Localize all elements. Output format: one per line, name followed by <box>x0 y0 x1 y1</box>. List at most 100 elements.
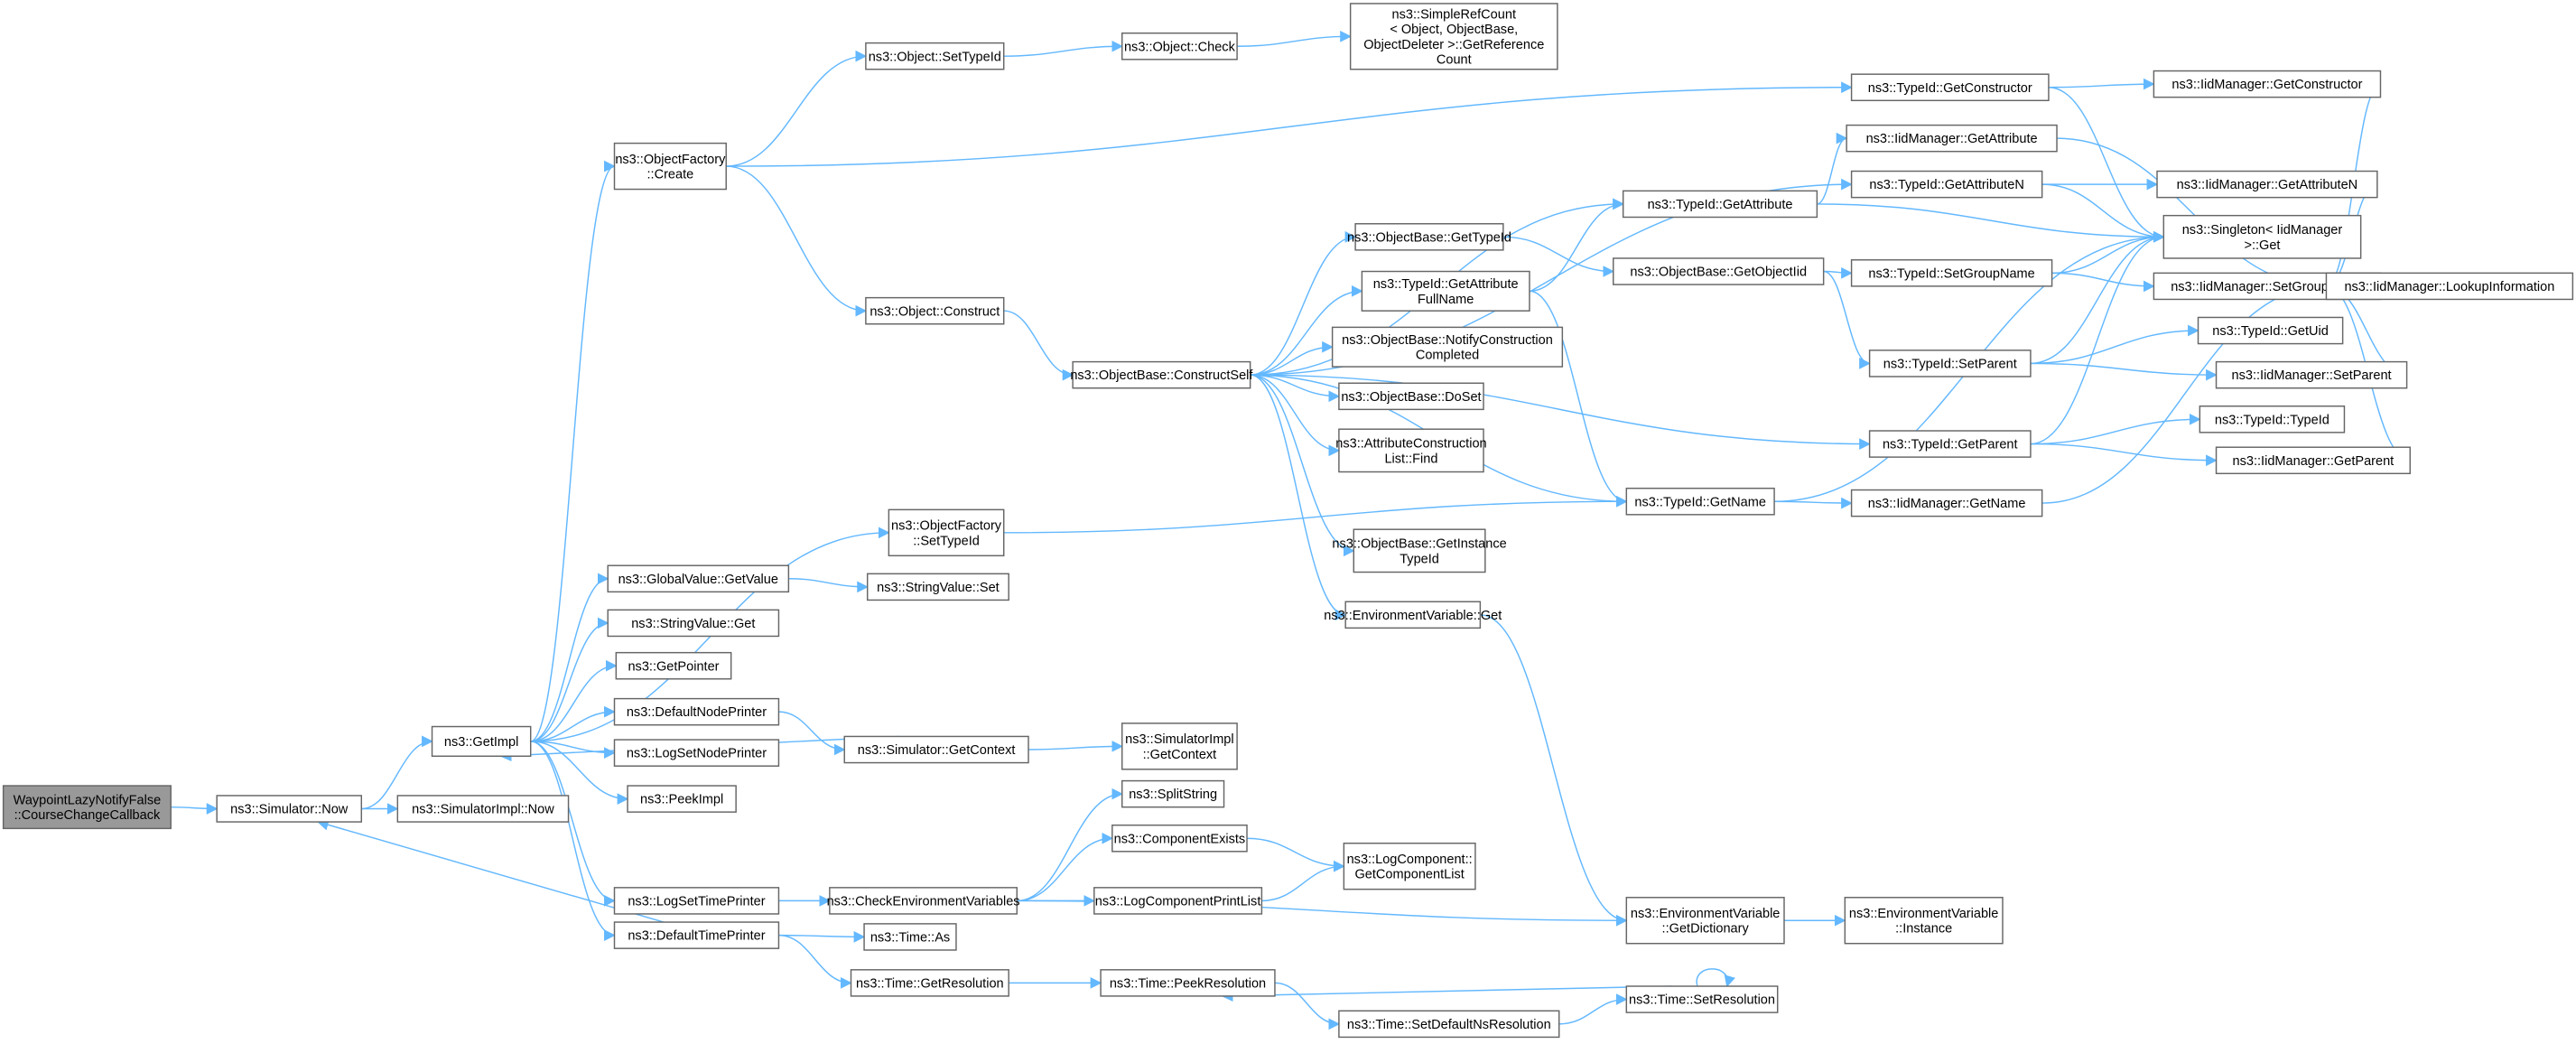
edge-58-to-58 <box>1696 968 1735 988</box>
node-ns3-typeid-getconstructor[interactable]: ns3::TypeId::GetConstructor <box>1850 73 2050 102</box>
node-ns3-environmentvariable-instance[interactable]: ns3::EnvironmentVariable::Instance <box>1844 897 2004 945</box>
edge-3-to-40 <box>530 659 618 742</box>
node-ns3-logsetnodeprinter[interactable]: ns3::LogSetNodePrinter <box>613 739 780 767</box>
node-ns3-iidmanager-lookupinformation[interactable]: ns3::IidManager::LookupInformation <box>2325 272 2574 301</box>
node-label: ns3::IidManager::GetName <box>1868 497 2026 511</box>
node-label: ::Instance <box>1895 922 1952 937</box>
node-label: ns3::ObjectBase::GetObjectIid <box>1630 266 1807 280</box>
node-box <box>1121 779 1225 808</box>
node-ns3-peekimpl[interactable]: ns3::PeekImpl <box>627 785 737 813</box>
node-waypointlazynotifyfalse-coursechangecallback[interactable]: WaypointLazyNotifyFalse::CourseChangeCal… <box>2 785 172 830</box>
node-ns3-time-setdefaultnsresolution[interactable]: ns3::Time::SetDefaultNsResolution <box>1338 1010 1560 1039</box>
node-ns3-iidmanager-getparent[interactable]: ns3::IidManager::GetParent <box>2215 446 2411 475</box>
node-ns3-iidmanager-getconstructor[interactable]: ns3::IidManager::GetConstructor <box>2153 70 2382 98</box>
node-box <box>829 887 1018 915</box>
node-ns3-typeid-typeid[interactable]: ns3::TypeId::TypeId <box>2199 405 2346 433</box>
node-ns3-componentexists[interactable]: ns3::ComponentExists <box>1111 824 1248 853</box>
node-ns3-typeid-setparent[interactable]: ns3::TypeId::SetParent <box>1868 350 2032 378</box>
edge-4-to-8 <box>726 81 1853 167</box>
node-ns3-iidmanager-setparent[interactable]: ns3::IidManager::SetParent <box>2215 360 2408 389</box>
node-box <box>1338 382 1484 411</box>
node-ns3-simulatorimpl-now[interactable]: ns3::SimulatorImpl::Now <box>396 795 570 823</box>
node-label: ns3::LogComponent:: <box>1347 853 1473 867</box>
node-ns3-logcomponentprintlist[interactable]: ns3::LogComponentPrintList <box>1093 887 1263 915</box>
node-label: ns3::Time::SetDefaultNsResolution <box>1347 1018 1551 1032</box>
node-ns3-stringvalue-get[interactable]: ns3::StringValue::Get <box>607 609 780 638</box>
node-ns3-environmentvariable-get[interactable]: ns3::EnvironmentVariable::Get <box>1324 601 1502 629</box>
edge-13-to-10 <box>1817 132 1848 205</box>
node-ns3-objectfactory-settypeid[interactable]: ns3::ObjectFactory::SetTypeId <box>888 508 1005 557</box>
node-box <box>1850 170 2043 199</box>
node-label: ns3::LogSetTimePrinter <box>628 894 765 909</box>
node-ns3-typeid-getparent[interactable]: ns3::TypeId::GetParent <box>1868 430 2032 458</box>
node-ns3-checkenvironmentvariables[interactable]: ns3::CheckEnvironmentVariables <box>827 887 1020 915</box>
node-label: List::Find <box>1384 452 1437 466</box>
node-ns3-objectbase-gettypeid[interactable]: ns3::ObjectBase::GetTypeId <box>1347 223 1511 251</box>
node-label: ns3::Time::GetResolution <box>856 976 1004 991</box>
node-ns3-typeid-getattribute[interactable]: ns3::TypeId::GetAttribute <box>1622 190 1818 219</box>
edge-27-to-26 <box>2030 324 2199 365</box>
edge-58-to-57 <box>1221 985 1672 1002</box>
edge-3-to-45 <box>530 741 629 805</box>
node-box <box>2215 446 2411 475</box>
node-ns3-defaultnodeprinter[interactable]: ns3::DefaultNodePrinter <box>613 697 780 726</box>
node-ns3-simulatorimpl-getcontext[interactable]: ns3::SimulatorImpl::GetContext <box>1121 722 1238 770</box>
node-ns3-singleton-iidmanager-get[interactable]: ns3::Singleton< IidManager>::Get <box>2162 214 2362 259</box>
node-ns3-logcomponent-getcomponentlist[interactable]: ns3::LogComponent::GetComponentList <box>1343 842 1476 890</box>
node-label: ns3::StringValue::Get <box>631 617 755 631</box>
node-ns3-globalvalue-getvalue[interactable]: ns3::GlobalValue::GetValue <box>607 564 790 593</box>
node-box <box>1121 722 1238 770</box>
node-ns3-object-construct[interactable]: ns3::Object::Construct <box>865 296 1005 325</box>
node-ns3-environmentvariable-getdictionary[interactable]: ns3::EnvironmentVariable::GetDictionary <box>1625 897 1785 945</box>
node-ns3-time-setresolution[interactable]: ns3::Time::SetResolution <box>1625 985 1779 1013</box>
node-label: ns3::TypeId::GetUid <box>2212 324 2329 339</box>
node-box <box>1850 489 2043 517</box>
node-ns3-defaulttimeprinter[interactable]: ns3::DefaultTimePrinter <box>613 921 780 949</box>
node-ns3-object-check[interactable]: ns3::Object::Check <box>1121 32 1238 61</box>
node-label: ns3::IidManager::LookupInformation <box>2344 280 2554 294</box>
node-ns3-getimpl[interactable]: ns3::GetImpl <box>431 725 532 758</box>
node-ns3-typeid-getuid[interactable]: ns3::TypeId::GetUid <box>2197 316 2344 345</box>
node-ns3-typeid-getattributen[interactable]: ns3::TypeId::GetAttributeN <box>1850 170 2043 199</box>
node-box <box>607 564 790 593</box>
edge-8-to-14 <box>2048 87 2165 243</box>
edge-30-to-14 <box>2030 230 2165 445</box>
node-label: ns3::TypeId::GetName <box>1634 495 1766 509</box>
node-ns3-objectbase-doset[interactable]: ns3::ObjectBase::DoSet <box>1338 382 1484 411</box>
edge-4-to-5 <box>726 50 868 167</box>
edge-22-to-25 <box>1250 374 1341 457</box>
node-ns3-object-settypeid[interactable]: ns3::Object::SetTypeId <box>865 42 1005 70</box>
edge-3-to-39 <box>530 617 609 742</box>
node-ns3-logsettimeprinter[interactable]: ns3::LogSetTimePrinter <box>613 887 780 915</box>
node-ns3-objectbase-constructself[interactable]: ns3::ObjectBase::ConstructSelf <box>1070 360 1253 389</box>
node-ns3-splitstring[interactable]: ns3::SplitString <box>1121 779 1225 808</box>
node-label: TypeId <box>1400 552 1439 566</box>
node-label: ns3::ObjectBase::GetInstance <box>1332 537 1506 552</box>
node-ns3-typeid-setgroupname[interactable]: ns3::TypeId::SetGroupName <box>1850 259 2053 287</box>
node-ns3-iidmanager-getattribute[interactable]: ns3::IidManager::GetAttribute <box>1846 124 2058 153</box>
node-ns3-objectbase-getobjectiid[interactable]: ns3::ObjectBase::GetObjectIid <box>1613 257 1825 285</box>
edge-27-to-14 <box>2030 230 2165 365</box>
node-ns3-objectbase-notifyconstructioncompleted[interactable]: ns3::ObjectBase::NotifyConstructionCompl… <box>1331 326 1564 368</box>
node-ns3-simulator-now[interactable]: ns3::Simulator::Now <box>216 795 363 823</box>
node-label: ns3::PeekImpl <box>640 793 723 807</box>
node-label: ns3::Simulator::Now <box>230 803 349 817</box>
node-ns3-iidmanager-getname[interactable]: ns3::IidManager::GetName <box>1850 489 2043 517</box>
node-ns3-time-as[interactable]: ns3::Time::As <box>863 923 957 951</box>
node-box <box>1100 969 1276 997</box>
node-label: ns3::IidManager::GetAttribute <box>1866 132 2038 146</box>
node-ns3-typeid-getname[interactable]: ns3::TypeId::GetName <box>1625 487 1775 516</box>
edge-3-to-52 <box>530 741 616 941</box>
node-box <box>866 573 1009 601</box>
node-ns3-simplerefcount-object-objectbase-objectdeleter-getreferencecount[interactable]: ns3::SimpleRefCount< Object, ObjectBase,… <box>1349 3 1558 70</box>
node-ns3-time-getresolution[interactable]: ns3::Time::GetResolution <box>850 969 1009 997</box>
node-ns3-objectfactory-create[interactable]: ns3::ObjectFactory::Create <box>613 142 727 191</box>
node-ns3-iidmanager-getattributen[interactable]: ns3::IidManager::GetAttributeN <box>2156 170 2378 199</box>
node-ns3-stringvalue-set[interactable]: ns3::StringValue::Set <box>866 573 1009 601</box>
node-ns3-time-peekresolution[interactable]: ns3::Time::PeekResolution <box>1100 969 1276 997</box>
node-ns3-simulator-getcontext[interactable]: ns3::Simulator::GetContext <box>843 735 1029 764</box>
node-ns3-getpointer[interactable]: ns3::GetPointer <box>615 651 732 680</box>
